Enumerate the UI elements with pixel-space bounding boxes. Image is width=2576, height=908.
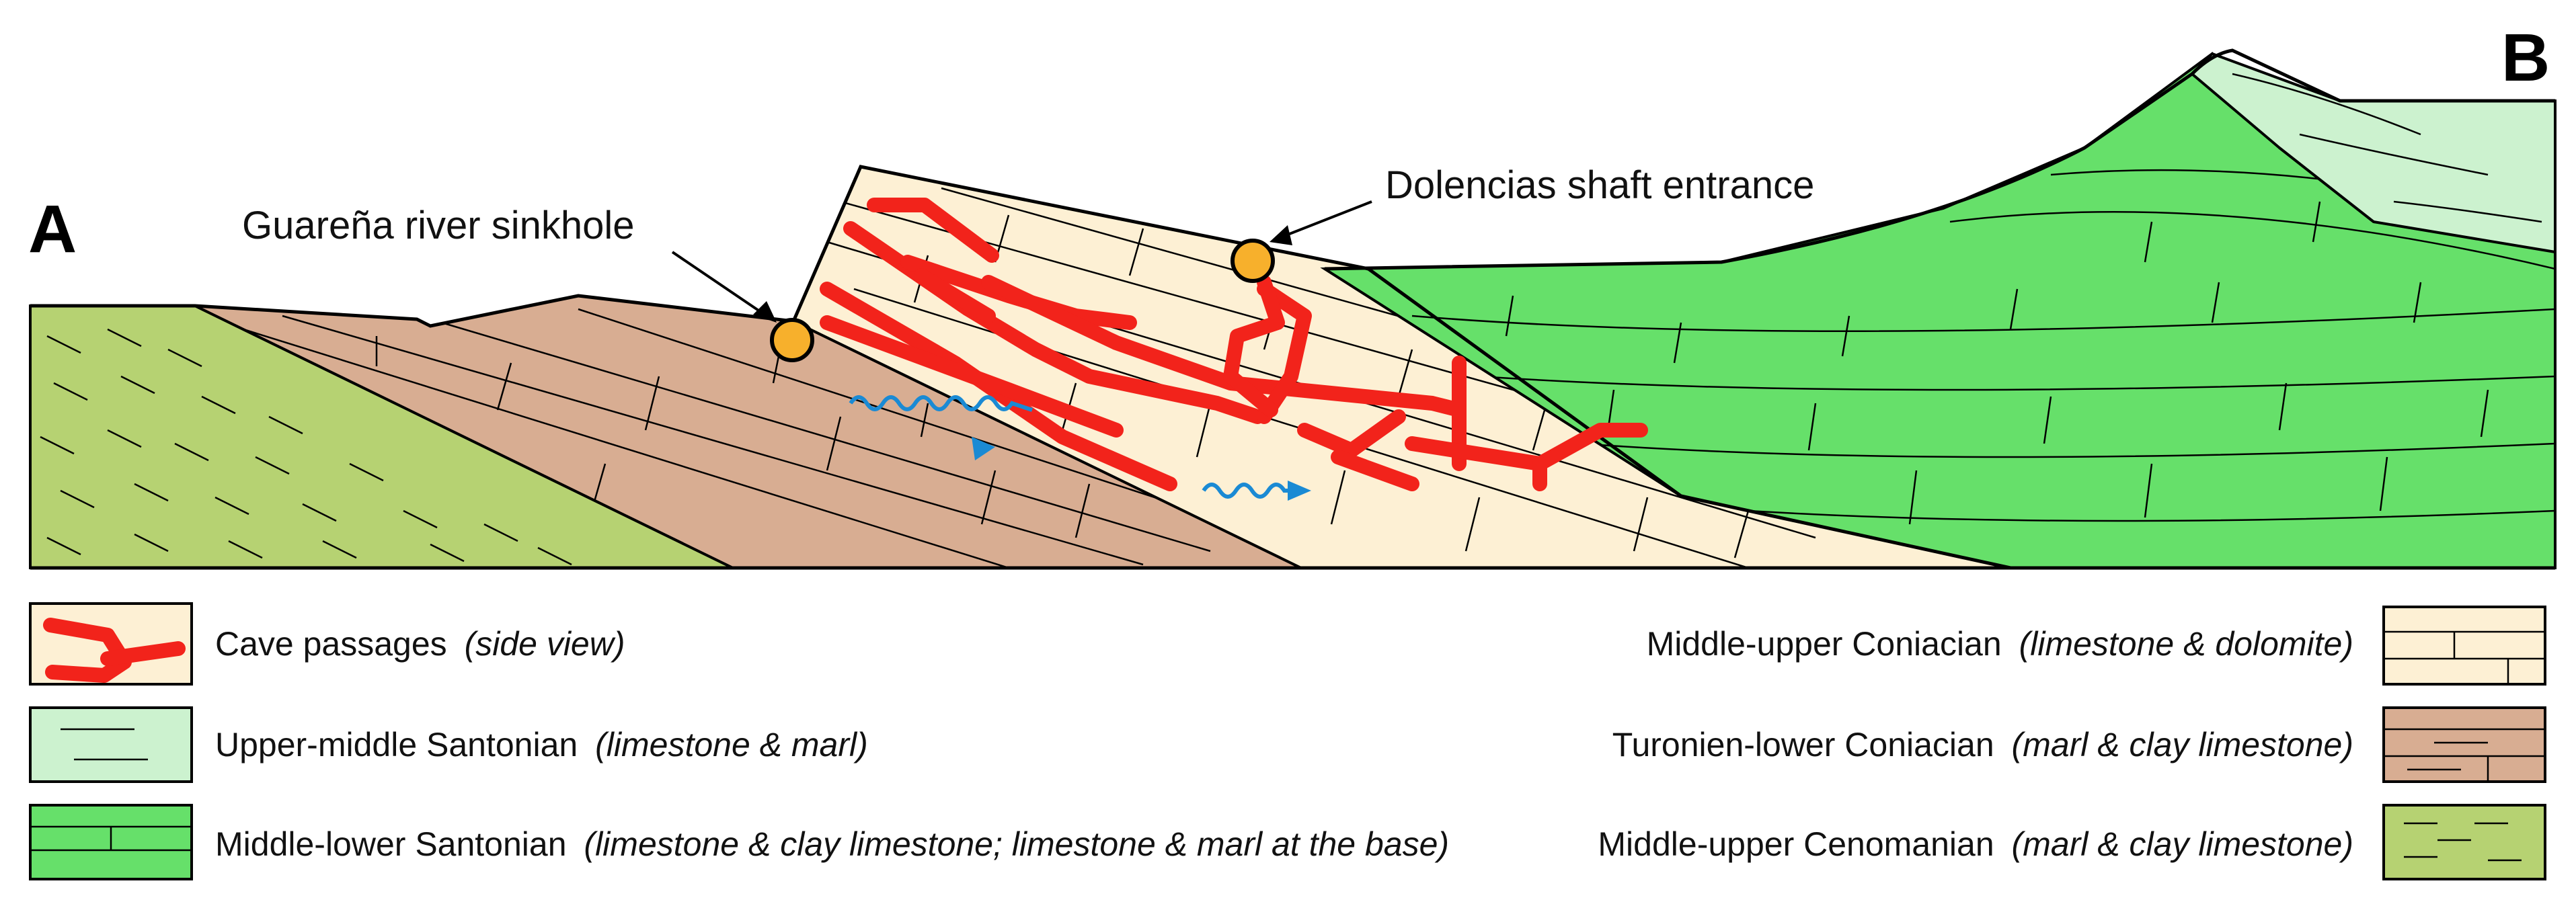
svg-text:Cave passages (side vi: Cave passages (side view)	[215, 625, 625, 663]
water-flow-arrow-2	[1202, 483, 1304, 499]
cave-passages	[820, 198, 1648, 491]
sinkhole-arrowhead	[753, 301, 777, 323]
sinkhole-leader	[671, 251, 768, 317]
svg-text:Middle-upper Cenomanian: Middle-upper Cenomanian (marl & clay lim…	[1598, 825, 2353, 863]
shaft-arrowhead	[1270, 225, 1292, 245]
water-flow-arrow-1	[849, 395, 1033, 412]
legend-muc-name: Middle-upper Coniacian	[1647, 625, 2002, 663]
legend-ums-name: Upper-middle Santonian	[215, 726, 578, 763]
legend-item-cave: Cave passages (side view)	[29, 602, 625, 686]
right-hill-profile	[1324, 48, 2555, 271]
legend-ums-detail: (limestone & marl)	[595, 726, 868, 763]
legend-muce-detail: (marl & clay limestone)	[2012, 825, 2353, 863]
legend-item-middle-upper-coniacian: Middle-upper Coniacian (limestone & dolo…	[1647, 606, 2546, 686]
cenomanian-hatch	[40, 328, 572, 566]
legend-mls-detail: (limestone & clay limestone; limestone &…	[584, 825, 1449, 863]
svg-text:Middle-lower Santonian: Middle-lower Santonian (limestone & clay…	[215, 825, 1449, 863]
ground-profile	[30, 165, 2011, 570]
section-start-label: A	[28, 192, 77, 267]
legend-item-middle-lower-santonian: Middle-lower Santonian (limestone & clay…	[29, 804, 1449, 880]
legend-muc-detail: (limestone & dolomite)	[2019, 625, 2353, 663]
upper-santonian-hatch	[2232, 73, 2542, 223]
turonien-bedding	[221, 308, 1258, 568]
legend-item-turonien-lower-coniacian: Turonien-lower Coniacian (marl & clay li…	[1612, 706, 2546, 783]
legend-muce-name: Middle-upper Cenomanian	[1598, 825, 1994, 863]
section-end-label: B	[2501, 20, 2550, 95]
legend-cave-name: Cave passages	[215, 625, 447, 663]
layer-upper-middle-santonian	[2190, 52, 2557, 254]
water-flow-arrows	[849, 395, 1311, 501]
legend-mls-name: Middle-lower Santonian	[215, 825, 567, 863]
section-layers	[29, 48, 2557, 570]
legend-tlc-detail: (marl & clay limestone)	[2012, 726, 2353, 763]
sinkhole-marker	[770, 318, 814, 362]
shaft-label: Dolencias shaft entrance	[1385, 163, 1814, 207]
svg-text:Upper-middle Santonian: Upper-middle Santonian (limestone & marl…	[215, 726, 868, 763]
legend-cave-detail: (side view)	[465, 625, 625, 663]
legend-tlc-name: Turonien-lower Coniacian	[1612, 726, 1994, 763]
svg-text:Middle-upper Coniacian: Middle-upper Coniacian (limestone & dolo…	[1647, 625, 2353, 663]
legend-item-middle-upper-cenomanian: Middle-upper Cenomanian (marl & clay lim…	[1598, 804, 2546, 880]
svg-text:Turonien-lower Coniacian: Turonien-lower Coniacian (marl & clay li…	[1612, 726, 2353, 763]
shaft-leader	[1277, 200, 1372, 240]
shaft-marker	[1231, 239, 1275, 283]
sinkhole-label: Guareña river sinkhole	[242, 204, 635, 247]
legend-item-upper-middle-santonian: Upper-middle Santonian (limestone & marl…	[29, 706, 868, 783]
legend: Cave passages (side view) Upper-middle S…	[29, 602, 2546, 880]
